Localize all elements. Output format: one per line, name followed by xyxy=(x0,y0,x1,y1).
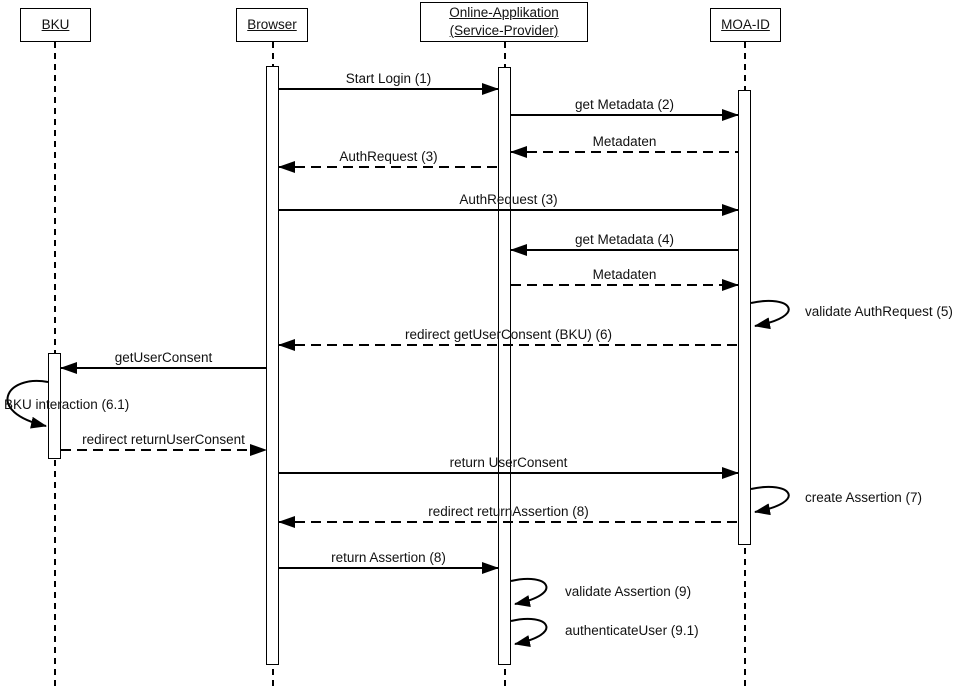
message-label: AuthRequest (3) xyxy=(459,192,558,207)
arrow-line xyxy=(279,83,499,95)
self-loop-validate-authrequest xyxy=(750,299,790,330)
arrowhead-right-icon xyxy=(722,109,739,121)
self-loop-label: BKU interaction (6.1) xyxy=(4,397,130,412)
arrowhead-right-icon xyxy=(482,562,499,574)
message-redirect-returnassertion: redirect returnAssertion (8) xyxy=(278,504,738,528)
arrow-line xyxy=(510,244,738,256)
message-authrequest-forward: AuthRequest (3) xyxy=(279,192,739,216)
arrow-line xyxy=(511,279,739,291)
arrowhead-right-icon xyxy=(722,467,739,479)
self-loop-validate-assertion xyxy=(510,577,548,607)
arrow-line xyxy=(60,362,266,374)
message-metadaten-1: Metadaten xyxy=(510,134,738,158)
message-label: AuthRequest (3) xyxy=(339,149,438,164)
arrowhead-right-icon xyxy=(722,279,739,291)
message-label: redirect getUserConsent (BKU) (6) xyxy=(404,327,613,342)
arrowhead-left-icon xyxy=(60,362,77,374)
message-label: return UserConsent xyxy=(449,455,568,470)
activation-bar-moa-id xyxy=(738,90,751,545)
self-loop-bku-interaction xyxy=(6,379,49,429)
arrowhead-left-icon xyxy=(510,146,527,158)
self-loop-label: create Assertion (7) xyxy=(805,490,923,505)
message-label: redirect returnUserConsent xyxy=(82,432,245,447)
message-redirect-getuserconsent: redirect getUserConsent (BKU) (6) xyxy=(278,327,738,351)
self-loop-label: authenticateUser (9.1) xyxy=(565,623,699,638)
arrowhead-left-icon xyxy=(510,244,527,256)
self-loop-create-assertion xyxy=(750,485,790,516)
message-authrequest-return: AuthRequest (3) xyxy=(278,149,498,173)
arrow-line xyxy=(278,161,498,173)
arrow-line xyxy=(279,204,739,216)
message-label: getUserConsent xyxy=(114,350,213,365)
message-getuserconsent: getUserConsent xyxy=(60,350,266,374)
arrowhead-right-icon xyxy=(482,83,499,95)
message-get-metadata-4: get Metadata (4) xyxy=(510,232,738,256)
actor-label-bku: BKU xyxy=(41,17,70,33)
message-label: redirect returnAssertion (8) xyxy=(428,504,589,519)
arrowhead-right-icon xyxy=(250,444,267,456)
message-return-assertion: return Assertion (8) xyxy=(279,550,499,574)
actor-label-moa-id: MOA-ID xyxy=(721,17,770,33)
arrowhead-left-icon xyxy=(278,161,295,173)
message-redirect-returnuserconsent: redirect returnUserConsent xyxy=(61,432,267,456)
message-label: Start Login (1) xyxy=(345,71,432,86)
arrow-line xyxy=(278,339,738,351)
activation-bar-bku xyxy=(48,353,61,459)
message-label: get Metadata (2) xyxy=(574,97,675,112)
self-loop-authenticateuser xyxy=(510,617,548,647)
message-start-login: Start Login (1) xyxy=(279,71,499,95)
arrow-line xyxy=(279,467,739,479)
arrow-line xyxy=(510,146,738,158)
message-label: Metadaten xyxy=(592,134,657,149)
actor-box-browser: Browser xyxy=(236,8,308,42)
actor-box-online-app: Online-Applikation (Service-Provider) xyxy=(420,2,588,42)
message-return-userconsent: return UserConsent xyxy=(279,455,739,479)
actor-box-bku: BKU xyxy=(20,8,91,42)
arrow-line xyxy=(61,444,267,456)
message-label: return Assertion (8) xyxy=(331,550,446,565)
message-get-metadata-2: get Metadata (2) xyxy=(511,97,739,121)
self-loop-label: validate AuthRequest (5) xyxy=(805,304,953,319)
activation-bar-online-app xyxy=(498,67,511,665)
actor-label-online-app: Online-Applikation (Service-Provider) xyxy=(449,5,559,38)
message-label: Metadaten xyxy=(592,267,657,282)
actor-label-browser: Browser xyxy=(247,17,297,33)
self-loop-label: validate Assertion (9) xyxy=(565,584,692,599)
actor-box-moa-id: MOA-ID xyxy=(710,8,781,42)
arrowhead-left-icon xyxy=(278,339,295,351)
arrowhead-left-icon xyxy=(278,516,295,528)
arrow-line xyxy=(279,562,499,574)
message-label: get Metadata (4) xyxy=(574,232,675,247)
activation-bar-browser xyxy=(266,66,279,665)
arrow-line xyxy=(511,109,739,121)
arrow-line xyxy=(278,516,738,528)
arrowhead-right-icon xyxy=(722,204,739,216)
message-metadaten-2: Metadaten xyxy=(511,267,739,291)
